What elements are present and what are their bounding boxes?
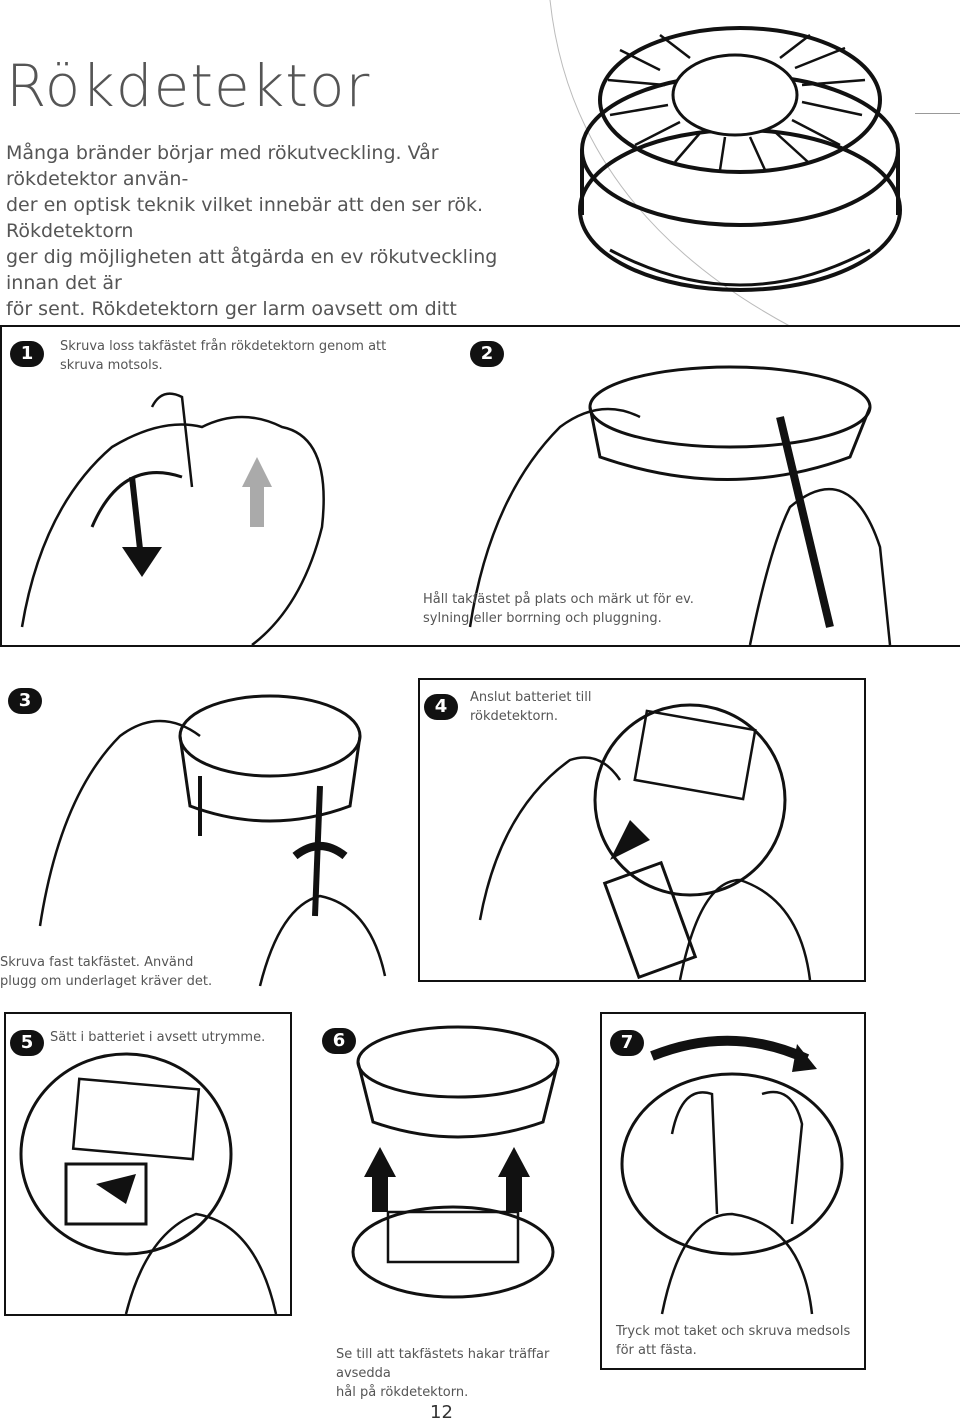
step-1-caption: Skruva loss takfästet från rökdetektorn … [60,337,440,375]
screw-bracket-illustration [0,676,412,990]
step-4-badge: 4 [424,694,458,720]
page-title: Rökdetektor [6,52,370,120]
step-5-caption: Sätt i batteriet i avsett utrymme. [50,1028,290,1047]
step-6-badge: 6 [322,1028,356,1054]
down-arrow-icon [122,547,162,577]
arrow-icon [96,1174,136,1204]
step-6-panel: 6 [318,1012,588,1342]
up-arrow-icon [242,457,272,487]
step-1-badge: 1 [10,341,44,367]
step-2-caption-text: Håll takfästet på plats och märk ut för … [423,590,753,628]
step-7-badge: 7 [610,1030,644,1056]
page-number: 12 [430,1402,453,1423]
twist-detector-illustration [602,1014,864,1368]
clockwise-arrow-icon [792,1044,817,1072]
step-1-panel: 1 Skruva loss takfästet från rökdetektor… [0,325,454,647]
step-7-panel: 7 Tryck mot taket och skruva medsols för… [600,1012,866,1370]
up-arrow-icon [364,1147,396,1177]
insert-battery-illustration [6,1014,290,1314]
step-4-caption: Anslut batteriet till rökdetektorn. [470,688,670,726]
step-3-badge: 3 [8,688,42,714]
step-5-panel: 5 Sätt i batteriet i avsett utrymme. [4,1012,292,1316]
up-arrow-icon [498,1147,530,1177]
step-7-caption: Tryck mot taket och skruva medsols för a… [616,1322,856,1360]
step-2-badge: 2 [470,341,504,367]
up-arrow-icon [610,820,650,860]
step-6-caption: Se till att takfästets hakar träffar avs… [336,1345,596,1402]
attach-bracket-illustration [318,1012,588,1342]
step-3-panel: 3 [0,676,412,990]
step-3-caption: Skruva fast takfästet. Använd plugg om u… [0,953,300,991]
step-4-panel: 4 Anslut batteriet till rökdetektorn. [418,678,866,982]
step-5-badge: 5 [10,1030,44,1056]
